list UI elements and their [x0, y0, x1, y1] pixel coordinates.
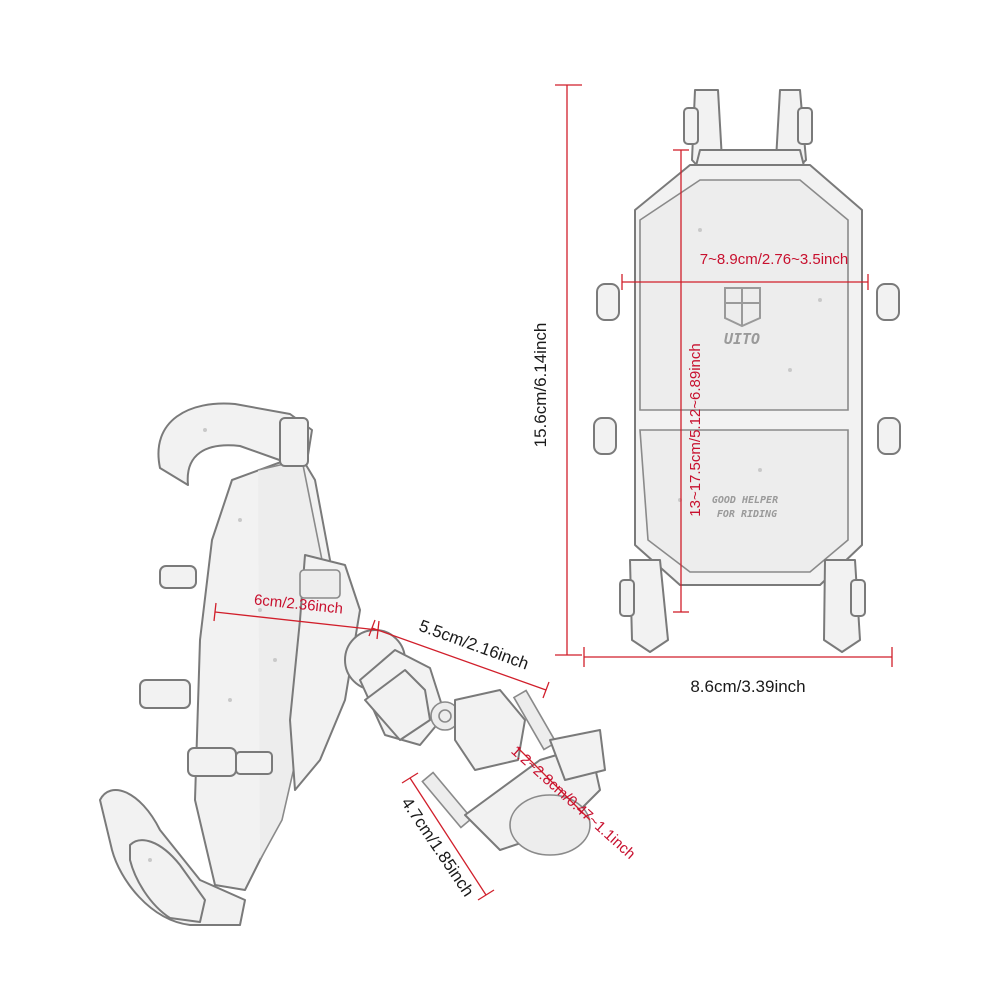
arm-nut: [364, 669, 431, 741]
dim-base-height-label: 4.7cm/1.85inch: [397, 794, 477, 900]
side-view-holder: [99, 402, 361, 926]
dim-clamp-height-label: 13~17.5cm/5.12~6.89inch: [687, 343, 704, 516]
front-tab-right-lower: [877, 417, 901, 455]
side-top-knob: [279, 417, 309, 467]
side-mount-back: [289, 554, 361, 791]
side-tab-lower: [187, 747, 237, 777]
dim-body-width-label: 8.6cm/3.39inch: [690, 677, 805, 696]
bolt-right: [512, 689, 558, 751]
dimension-total-height: 15.6cm/6.14inch: [531, 84, 582, 656]
front-tab-right-upper: [876, 283, 900, 321]
handlebar-base-disc: [509, 794, 591, 856]
front-top-knob-right: [797, 107, 813, 145]
brand-logo-text: UITO: [724, 330, 760, 348]
side-top-arm: [157, 402, 313, 486]
dim-clamp-width-label: 7~8.9cm/2.76~3.5inch: [700, 251, 848, 268]
front-lower-pad: [639, 429, 849, 573]
arm-lower-clamp: [454, 689, 526, 771]
bolt-left: [421, 771, 473, 829]
front-view-holder: UITO GOOD HELPER FOR RIDING: [593, 89, 901, 653]
arm-screw-center: [438, 709, 452, 723]
dimension-clamp-height: 13~17.5cm/5.12~6.89inch: [673, 149, 704, 613]
front-bottom-knob-left: [619, 579, 635, 617]
dimension-clamp-width: 7~8.9cm/2.76~3.5inch: [621, 251, 869, 290]
dim-total-height-label: 15.6cm/6.14inch: [531, 323, 550, 448]
side-mount-ring: [299, 569, 341, 599]
brand-logo: [724, 287, 761, 328]
front-tab-left-upper: [596, 283, 620, 321]
handlebar-clamp-cap: [549, 729, 606, 781]
front-bottom-knob-right: [850, 579, 866, 617]
side-tab-middle: [139, 679, 191, 709]
front-upper-pad: [639, 179, 849, 411]
slogan-line2: FOR RIDING: [717, 509, 777, 520]
mount-arm-assembly: [344, 629, 606, 856]
slogan-line1: GOOD HELPER: [712, 495, 778, 506]
front-tab-left-lower: [593, 417, 617, 455]
front-bottom-prong-left: [629, 559, 669, 653]
side-tab-upper: [159, 565, 197, 589]
dimension-body-width: 8.6cm/3.39inch: [583, 647, 893, 696]
front-top-knob-left: [683, 107, 699, 145]
side-tab-lower-cap: [235, 751, 273, 775]
